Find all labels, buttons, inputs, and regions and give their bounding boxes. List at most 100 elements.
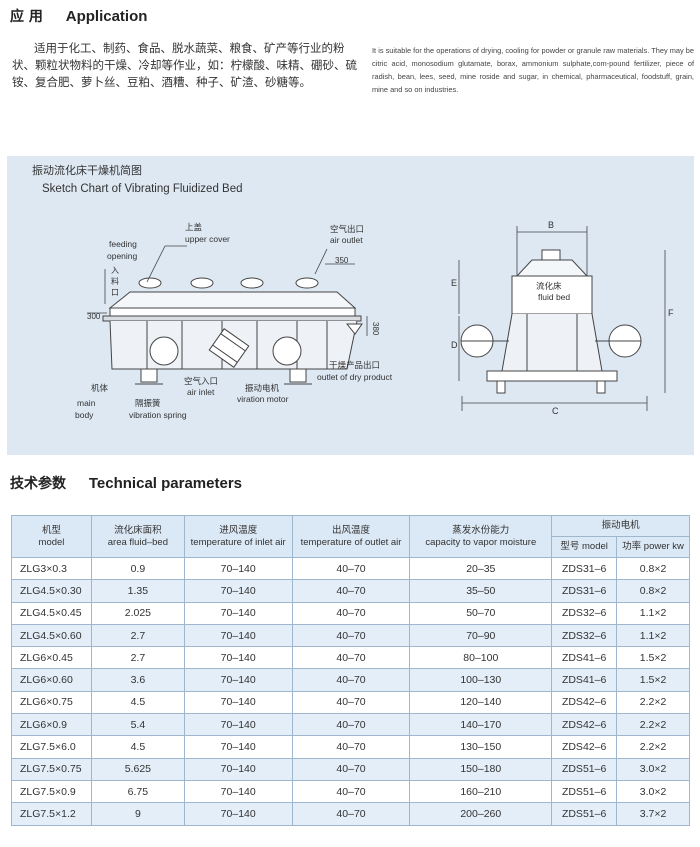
air-inlet-label-cn: 空气入口 [184, 376, 218, 386]
cell-inlet-temp: 70–140 [183, 779, 293, 804]
cell-outlet-temp: 40–70 [291, 690, 411, 715]
cell-motor-power: 1.5×2 [616, 668, 690, 692]
cell-inlet-temp: 70–140 [183, 601, 293, 625]
cell-outlet-temp: 40–70 [291, 646, 411, 670]
cell-inlet-temp: 70–140 [183, 646, 293, 670]
header-capacity-en: capacity to vapor moisture [425, 536, 537, 548]
cell-capacity: 140–170 [409, 713, 553, 737]
dim-c-label: C [552, 406, 559, 416]
cell-outlet-temp: 40–70 [291, 735, 411, 759]
header-area-cn: 流化床面积 [114, 524, 162, 536]
diagram-title-en: Sketch Chart of Vibrating Fluidized Bed [42, 183, 243, 195]
side-dimension-lines [87, 245, 368, 336]
cell-model: ZLG7.5×6.0 [11, 735, 92, 759]
cell-motor-model: ZDS32–6 [551, 623, 618, 648]
cell-inlet-temp: 70–140 [183, 579, 293, 603]
cell-area: 2.025 [90, 601, 185, 625]
cell-motor-power: 2.2×2 [616, 713, 690, 737]
air-inlet-label-en: air inlet [187, 387, 215, 397]
cell-outlet-temp: 40–70 [291, 713, 411, 737]
dim-380-label: 380 [371, 322, 380, 336]
body-label-cn: 机体 [91, 383, 109, 393]
cell-motor-power: 0.8×2 [616, 556, 690, 581]
application-text-cn: 适用于化工、制药、食品、脱水蔬菜、粮食、矿产等行业的粉状、颗粒状物料的干燥、冷却… [12, 41, 357, 89]
header-area: 流化床面积 area fluid–bed [90, 515, 185, 558]
fluidized-bed-sketch: 振动流化床干燥机简图 Sketch Chart of Vibrating Flu… [32, 163, 674, 420]
cell-motor-power: 0.8×2 [616, 579, 690, 603]
cell-area: 4.5 [90, 690, 185, 715]
cell-motor-model: ZDS41–6 [551, 646, 618, 670]
dryer-side-view [102, 277, 363, 385]
cell-model: ZLG7.5×0.9 [11, 779, 92, 804]
cell-outlet-temp: 40–70 [291, 802, 411, 826]
cell-motor-model: ZDS41–6 [551, 668, 618, 692]
cell-outlet-temp: 40–70 [291, 668, 411, 692]
cell-motor-power: 1.1×2 [616, 601, 690, 625]
header-inlet-en: temperature of inlet air [190, 536, 286, 548]
cell-model: ZLG6×0.9 [11, 713, 92, 737]
cell-area: 5.4 [90, 713, 185, 737]
header-area-en: area fluid–bed [107, 536, 168, 548]
cell-inlet-temp: 70–140 [183, 757, 293, 781]
technical-title-en: Technical parameters [88, 475, 243, 492]
header-inlet-cn: 进风温度 [219, 524, 258, 536]
cell-motor-model: ZDS32–6 [551, 601, 618, 625]
cell-motor-model: ZDS51–6 [551, 802, 618, 826]
cell-capacity: 70–90 [409, 623, 553, 648]
cell-area: 4.5 [90, 735, 185, 759]
dim-d-label: D [451, 340, 458, 350]
cell-capacity: 20–35 [409, 556, 553, 581]
cell-model: ZLG6×0.75 [11, 690, 92, 715]
technical-title-cn: 技术参数 [10, 476, 66, 492]
header-outlet-temp: 出风温度 temperature of outlet air [291, 515, 411, 558]
cell-model: ZLG4.5×0.45 [11, 601, 92, 625]
cell-motor-power: 1.5×2 [616, 646, 690, 670]
header-model-cn: 机型 [41, 524, 61, 536]
cell-area: 2.7 [90, 646, 185, 670]
technical-heading: 技术参数 Technical parameters [10, 473, 242, 493]
cell-capacity: 200–260 [409, 802, 553, 826]
cell-inlet-temp: 70–140 [183, 735, 293, 759]
upper-cover-label-en: upper cover [185, 234, 230, 244]
cell-outlet-temp: 40–70 [291, 601, 411, 625]
cell-capacity: 130–150 [409, 735, 553, 759]
body-label-en1: main [77, 398, 96, 408]
cell-inlet-temp: 70–140 [183, 623, 293, 648]
cell-area: 9 [90, 802, 185, 826]
motor-label-cn: 振动电机 [245, 383, 280, 393]
header-model-en: model [38, 536, 65, 548]
cell-capacity: 100–130 [409, 668, 553, 692]
cell-capacity: 35–50 [409, 579, 553, 603]
cell-inlet-temp: 70–140 [183, 690, 293, 715]
air-outlet-label-cn: 空气出口 [330, 224, 364, 234]
cell-motor-power: 1.1×2 [616, 623, 690, 648]
feeding-label-cn3: 口 [111, 288, 119, 297]
front-dimension-lines [458, 226, 666, 411]
feeding-label-cn2: 料 [111, 276, 119, 286]
dim-e-label: E [451, 278, 457, 288]
cell-area: 5.625 [90, 757, 185, 781]
cell-motor-model: ZDS42–6 [551, 735, 618, 759]
upper-cover-label-cn: 上盖 [185, 222, 203, 232]
cell-inlet-temp: 70–140 [183, 668, 293, 692]
header-model: 机型 model [11, 515, 92, 558]
application-text-en: It is suitable for the operations of dry… [372, 46, 694, 94]
technical-parameters-table: 机型 model 流化床面积 area fluid–bed 进风温度 tempe… [11, 515, 690, 826]
cell-motor-power: 2.2×2 [616, 735, 690, 759]
cell-outlet-temp: 40–70 [291, 757, 411, 781]
cell-model: ZLG7.5×0.75 [11, 757, 92, 781]
cell-model: ZLG7.5×1.2 [11, 802, 92, 826]
spring-label-en: vibration spring [129, 410, 187, 420]
cell-motor-power: 3.0×2 [616, 757, 690, 781]
spring-label-cn: 隔振簧 [135, 398, 161, 408]
application-title-en: Application [65, 8, 148, 25]
diagram-panel: 振动流化床干燥机简图 Sketch Chart of Vibrating Flu… [7, 156, 694, 455]
diagram-title-cn: 振动流化床干燥机简图 [32, 163, 142, 177]
